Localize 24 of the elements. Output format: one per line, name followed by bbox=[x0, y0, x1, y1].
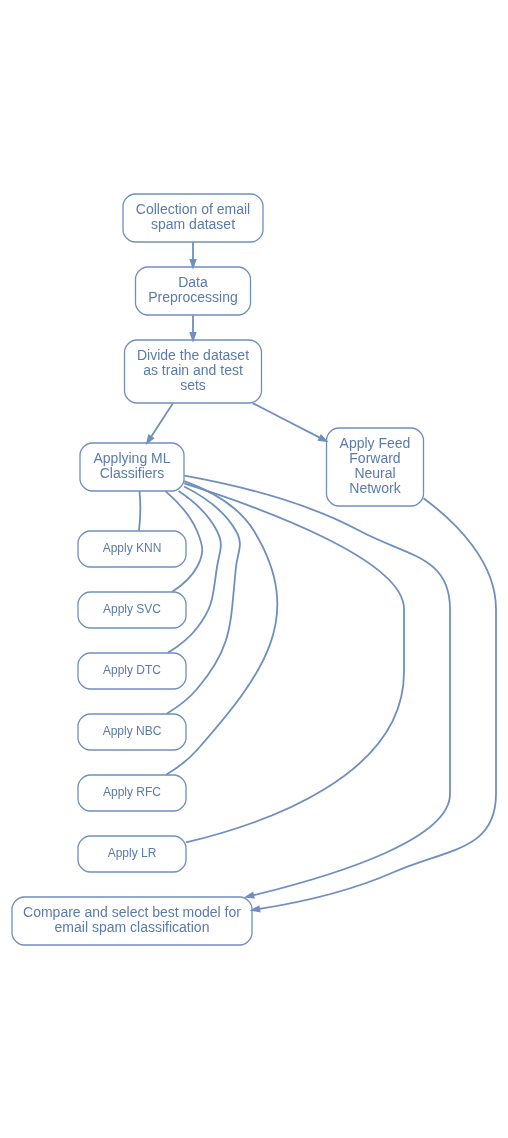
node-box: Divide the dataset as train and test sets bbox=[123, 338, 263, 404]
connector bbox=[165, 485, 241, 715]
node-box: Applying ML Classifiers bbox=[79, 441, 185, 492]
node-box: Apply DTC bbox=[77, 651, 187, 690]
arrow bbox=[251, 401, 329, 442]
node-box: Apply SVC bbox=[77, 590, 187, 629]
node-box: Apply LR bbox=[77, 834, 187, 873]
arrow bbox=[249, 496, 497, 912]
connector bbox=[167, 489, 222, 654]
node-box: Data Preprocessing bbox=[134, 265, 252, 316]
connector bbox=[138, 489, 142, 532]
node-box: Apply NBC bbox=[77, 712, 187, 751]
node-box: Apply KNN bbox=[77, 529, 187, 568]
arrow bbox=[145, 401, 174, 445]
connector bbox=[183, 482, 405, 843]
node-box: Collection of email spam dataset bbox=[122, 192, 264, 243]
arrow bbox=[183, 474, 451, 899]
connector bbox=[164, 489, 204, 593]
arrow bbox=[189, 313, 197, 343]
node-box: Apply RFC bbox=[77, 773, 187, 812]
connector bbox=[165, 479, 279, 776]
arrow bbox=[189, 240, 197, 270]
node-box: Compare and select best model for email spam classification bbox=[11, 895, 253, 946]
node-box: Apply Feed Forward Neural Network bbox=[325, 426, 425, 507]
